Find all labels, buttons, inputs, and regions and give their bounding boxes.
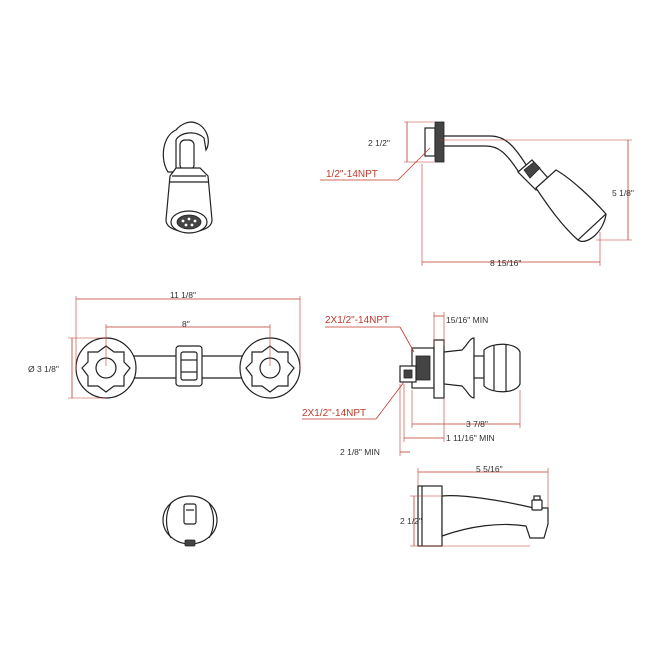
spout-dimensions: 5 5/16" 2 1/2" — [400, 464, 549, 547]
shower-arm-thread-label: 1/2"-14NPT — [326, 169, 378, 180]
faucet-overall-width-label: 11 1/8" — [170, 290, 196, 300]
spout-side-view — [417, 485, 549, 547]
shower-arm-height-label: 2 1/2" — [368, 138, 390, 148]
spout-front-view — [162, 495, 218, 547]
spout-length-label: 5 5/16" — [476, 464, 503, 474]
showerhead-front-view — [162, 121, 213, 234]
valve-side-view — [399, 337, 521, 399]
shower-arm-side-view — [424, 121, 607, 242]
valve-dimensions: 2X1/2"-14NPT 2X1/2"-14NPT 15/16" MIN 3 7… — [302, 312, 521, 457]
shower-arm-reach-label: 8 15/16" — [490, 258, 521, 268]
valve-wall-min-label: 15/16" MIN — [446, 315, 488, 325]
shower-arm-drop-label: 5 1/8" — [612, 188, 634, 198]
valve-bottom-thread-label: 2X1/2"-14NPT — [302, 408, 366, 419]
faucet-dimensions: 11 1/8" 8" Ø 3 1/8" — [28, 290, 301, 399]
valve-depth-label: 3 7/8" — [466, 419, 488, 429]
valve-body-min-label: 1 11/16" MIN — [446, 433, 495, 443]
valve-top-thread-label: 2X1/2"-14NPT — [325, 315, 389, 326]
faucet-center-width-label: 8" — [182, 319, 190, 329]
faucet-front-view — [75, 337, 301, 399]
shower-arm-dimensions: 2 1/2" 1/2"-14NPT 5 1/8" 8 15/16" — [320, 121, 634, 268]
spout-height-label: 2 1/2" — [400, 516, 422, 526]
valve-back-min-label: 2 1/8" MIN — [340, 447, 380, 457]
faucet-diameter-label: Ø 3 1/8" — [28, 364, 59, 374]
